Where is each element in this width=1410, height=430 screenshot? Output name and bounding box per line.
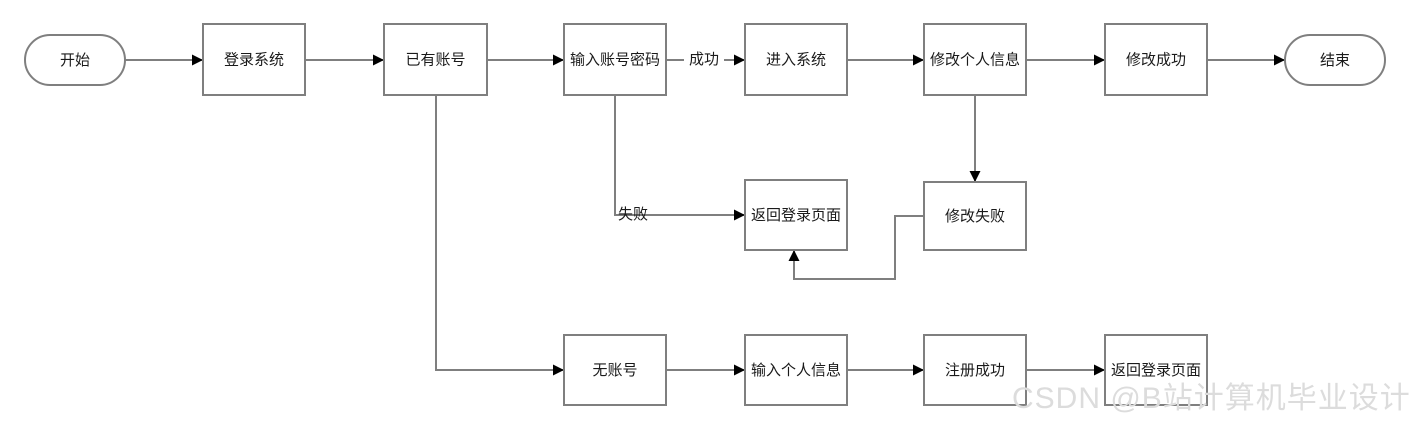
edge-arrowhead [1094, 364, 1105, 376]
edge-e-has-inputpwd [487, 54, 564, 66]
node-process-shape[interactable] [563, 334, 667, 406]
node-terminator-shape[interactable] [1284, 34, 1386, 86]
edge-e-enter-edit [847, 54, 924, 66]
edge-line [435, 95, 564, 371]
edge-line [793, 215, 924, 280]
node-reg_success[interactable]: 注册成功 [923, 334, 1027, 406]
node-process-shape[interactable] [923, 181, 1027, 251]
node-label: 无账号 [592, 362, 637, 379]
node-process-shape[interactable] [1104, 334, 1208, 406]
edge-e-has-noaccount [435, 95, 564, 376]
edge-arrowhead [373, 54, 384, 66]
node-label: 开始 [60, 52, 90, 69]
edge-label: 成功 [689, 51, 719, 68]
edge-arrowhead [734, 209, 745, 221]
edge-e-inputinfo-reg [847, 364, 924, 376]
edge-arrowhead [192, 54, 203, 66]
edge-arrowhead [553, 54, 564, 66]
node-process-shape[interactable] [923, 23, 1027, 96]
edge-arrowhead [913, 364, 924, 376]
edge-e-inputpwd-enter: 成功 [666, 51, 745, 68]
edge-arrowhead [1094, 54, 1105, 66]
edge-arrowhead [913, 54, 924, 66]
edge-line [614, 95, 745, 216]
node-input_pwd[interactable]: 输入账号密码 [563, 23, 667, 96]
node-edit_success[interactable]: 修改成功 [1104, 23, 1208, 96]
node-process-shape[interactable] [923, 334, 1027, 406]
node-process-shape[interactable] [744, 179, 848, 251]
node-process-shape[interactable] [744, 23, 848, 96]
node-label: 登录系统 [224, 51, 284, 68]
node-terminator-shape[interactable] [24, 34, 126, 86]
edge-arrowhead [969, 171, 981, 182]
edge-arrowhead [553, 364, 564, 376]
node-back_login_2[interactable]: 返回登录页面 [1104, 334, 1208, 406]
node-process-shape[interactable] [563, 23, 667, 96]
node-enter_system[interactable]: 进入系统 [744, 23, 848, 96]
edge-e-noaccount-inputinfo [666, 364, 745, 376]
node-end[interactable]: 结束 [1284, 34, 1386, 86]
edge-e-success-end [1207, 54, 1285, 66]
edge-e-reg-backlogin2 [1026, 364, 1105, 376]
node-edit_profile[interactable]: 修改个人信息 [923, 23, 1027, 96]
node-label: 返回登录页面 [1111, 362, 1201, 379]
edge-arrowhead [788, 250, 800, 261]
node-back_login_1[interactable]: 返回登录页面 [744, 179, 848, 251]
edge-e-inputpwd-backlogin: 失败 [614, 95, 745, 223]
node-label: 输入个人信息 [751, 362, 841, 379]
edge-e-edit-editfail [969, 95, 981, 182]
node-label: 进入系统 [766, 51, 826, 68]
edge-label: 失败 [618, 206, 648, 223]
node-input_info[interactable]: 输入个人信息 [744, 334, 848, 406]
node-process-shape[interactable] [202, 23, 306, 96]
edge-e-start-login [125, 54, 203, 66]
node-start[interactable]: 开始 [24, 34, 126, 86]
node-process-shape[interactable] [744, 334, 848, 406]
node-label: 修改个人信息 [930, 51, 1020, 68]
edge-arrowhead [734, 364, 745, 376]
node-login_system[interactable]: 登录系统 [202, 23, 306, 96]
watermark-text: CSDN @B站计算机毕业设计大学 [1012, 382, 1410, 415]
node-label: 输入账号密码 [570, 51, 660, 68]
node-label: 修改成功 [1126, 51, 1186, 68]
node-label: 注册成功 [945, 362, 1005, 379]
node-label: 修改失败 [945, 208, 1005, 225]
node-process-shape[interactable] [1104, 23, 1208, 96]
edge-e-editfail-backlogin [788, 215, 924, 280]
node-label: 返回登录页面 [751, 207, 841, 224]
node-no_account[interactable]: 无账号 [563, 334, 667, 406]
node-label: 已有账号 [405, 51, 465, 68]
node-process-shape[interactable] [383, 23, 488, 96]
node-edit_fail[interactable]: 修改失败 [923, 181, 1027, 251]
edge-arrowhead [734, 54, 745, 66]
node-has_account[interactable]: 已有账号 [383, 23, 488, 96]
edge-arrowhead [1274, 54, 1285, 66]
edge-e-edit-success [1026, 54, 1105, 66]
edge-e-login-has [305, 54, 384, 66]
node-label: 结束 [1320, 52, 1350, 69]
